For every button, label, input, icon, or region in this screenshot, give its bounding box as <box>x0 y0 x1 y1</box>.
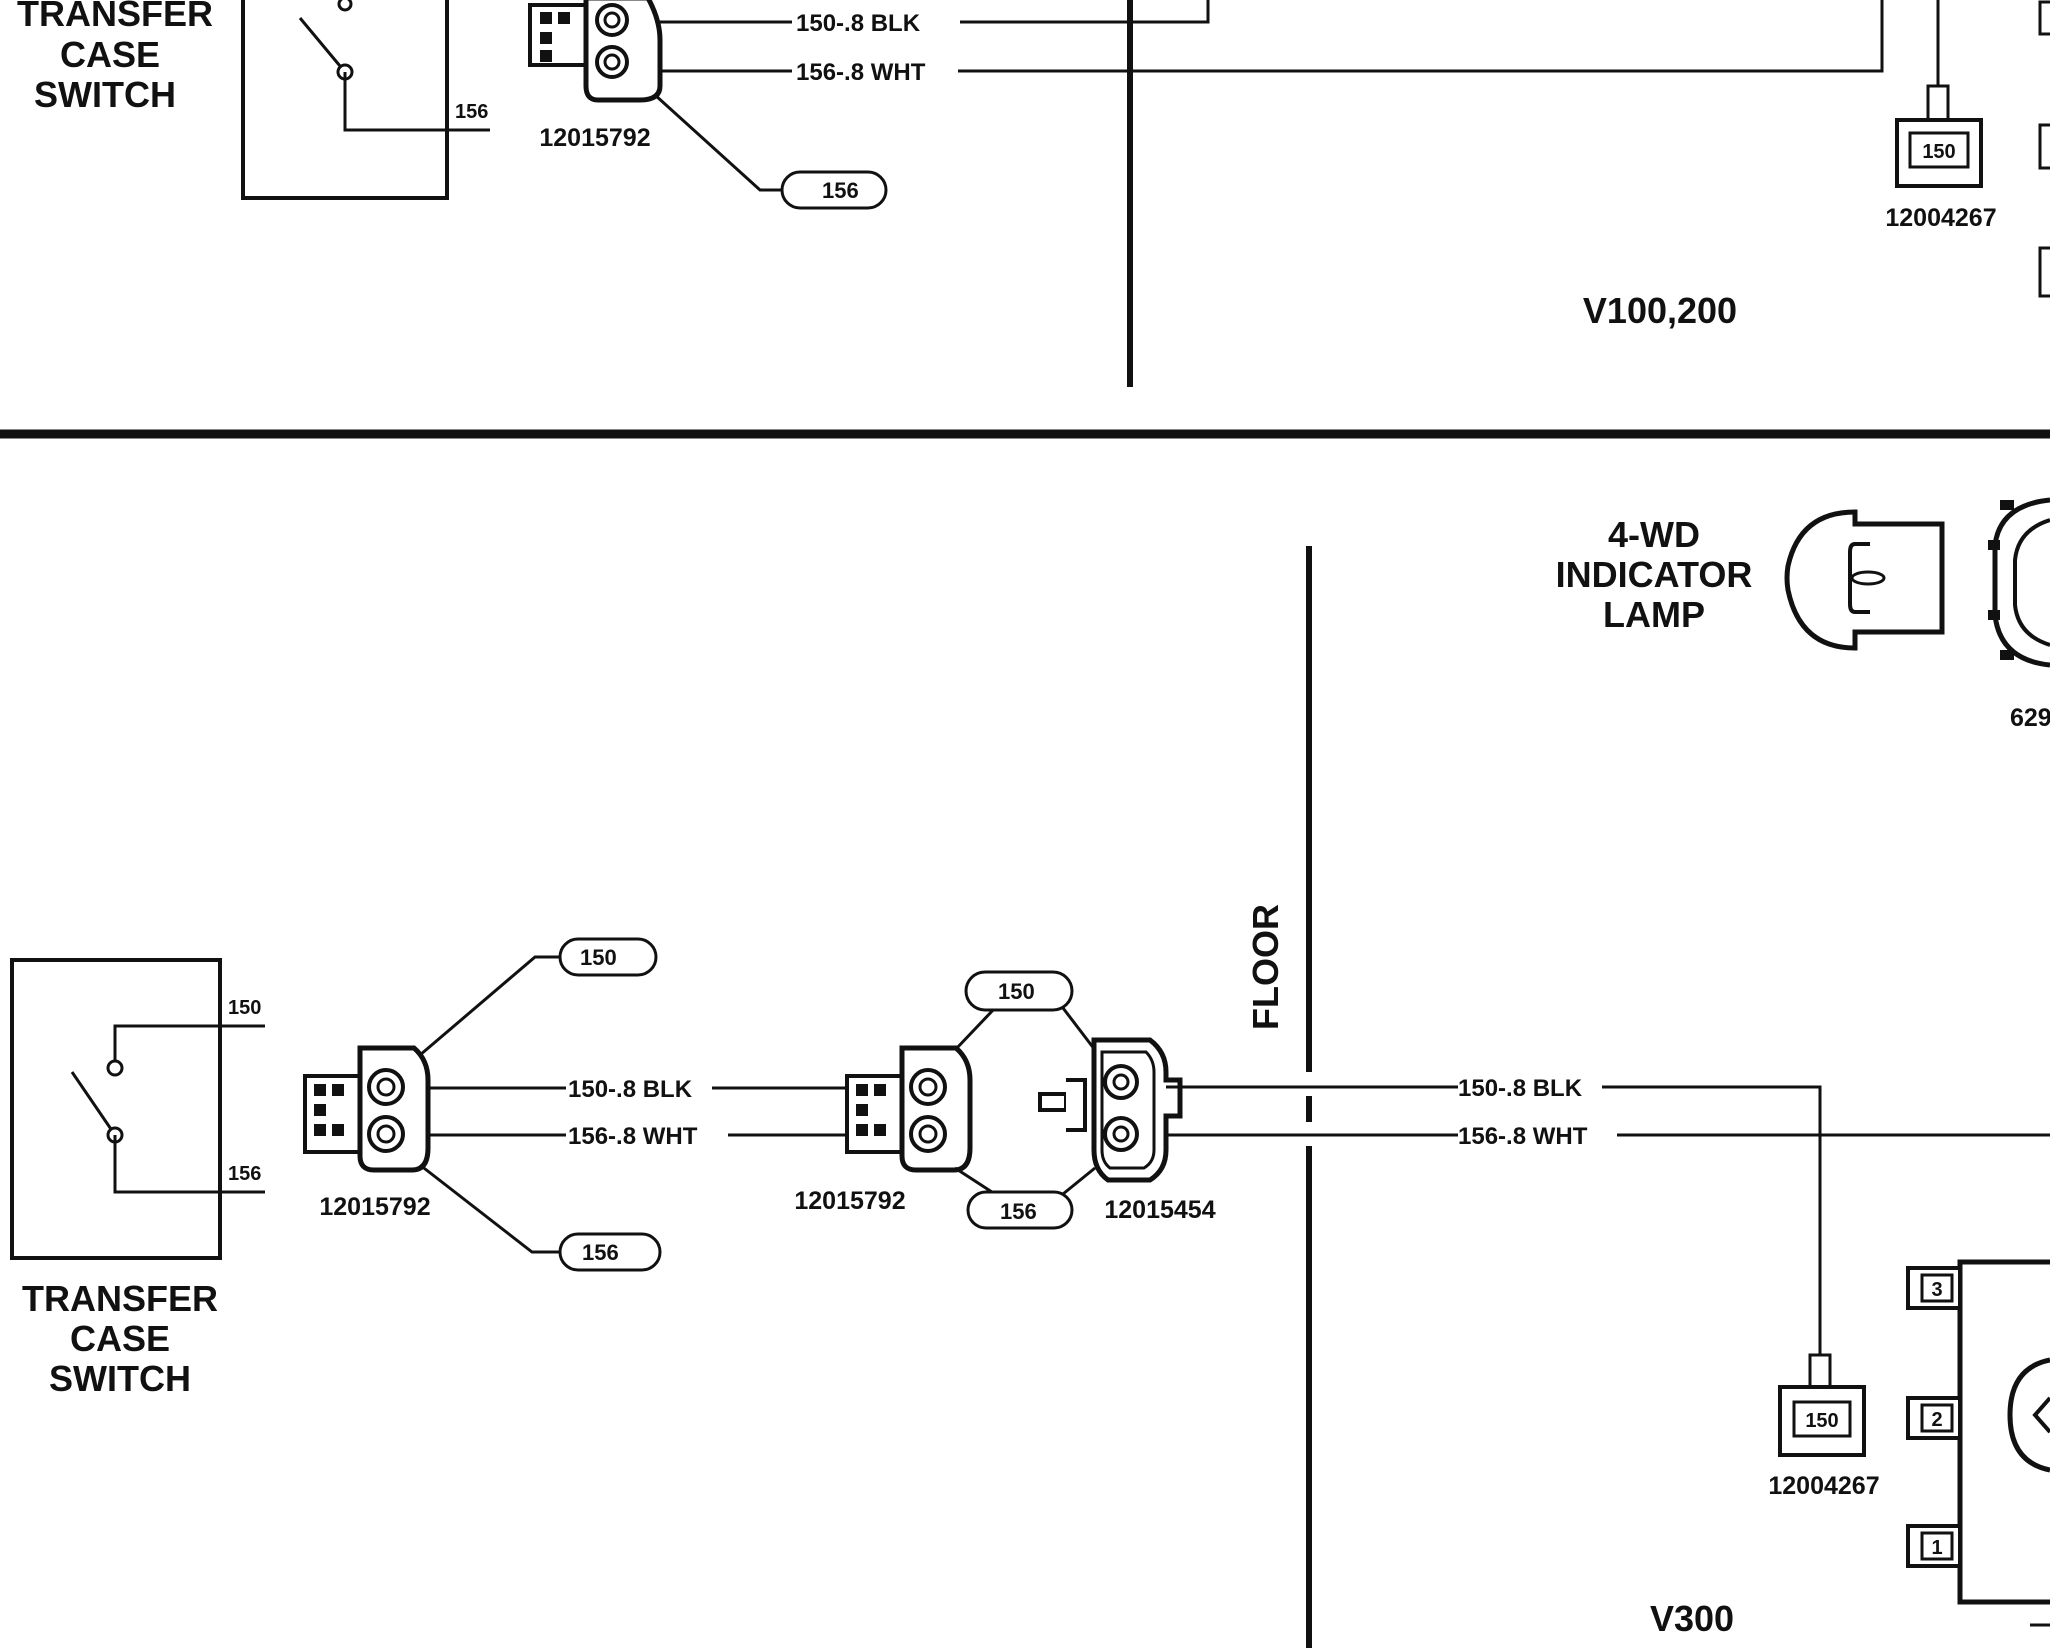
bottom-transfer-case-switch: 150 156 <box>10 958 265 1260</box>
bottom-switch-label-line1: TRANSFER <box>22 1278 218 1319</box>
bottom-connector-3-pn: 12015454 <box>1104 1196 1215 1224</box>
terminal-3: 3 <box>1931 1279 1942 1301</box>
bottom-wire-wht-a: 156-.8 WHT <box>568 1123 698 1150</box>
lamp-label-line3: LAMP <box>1603 594 1705 635</box>
bottom-connector-1-pn: 12015792 <box>319 1193 430 1221</box>
lamp-socket-pn: 629 <box>2010 704 2050 732</box>
bottom-switch-pin-156: 156 <box>228 1163 261 1185</box>
bottom-pill-156-b <box>966 1190 1074 1230</box>
bottom-switch-pin-150: 150 <box>228 997 261 1019</box>
bottom-connector-3 <box>1038 1037 1183 1183</box>
bottom-module-pin: 150 <box>1805 1410 1838 1432</box>
top-connector-pn: 12015792 <box>539 124 650 152</box>
top-transfer-case-switch: 156 <box>241 0 490 200</box>
top-switch-pin-156: 156 <box>455 101 488 123</box>
bottom-pill-156-a-text: 156 <box>582 1240 619 1265</box>
bottom-switch-label-line2: CASE <box>70 1318 170 1359</box>
bottom-pill-156-a <box>558 1232 662 1272</box>
top-module-pin: 150 <box>1922 141 1955 163</box>
bottom-wire-blk-b: 150-.8 BLK <box>1458 1075 1583 1102</box>
bottom-switch-label-line3: SWITCH <box>49 1358 191 1399</box>
top-variant-label: V100,200 <box>1583 290 1737 331</box>
top-switch-label-line1: TRANSFER <box>17 0 213 34</box>
top-wire-blk-label: 150-.8 BLK <box>796 10 921 37</box>
top-pill-156-text: 156 <box>822 178 859 203</box>
bottom-connector-1 <box>303 1045 431 1173</box>
lamp-label-line1: 4-WD <box>1608 514 1700 555</box>
bottom-wire-wht-b: 156-.8 WHT <box>1458 1123 1588 1150</box>
lamp-label-line2: INDICATOR <box>1556 554 1753 595</box>
bottom-pill-150-a <box>558 937 658 977</box>
terminal-1: 1 <box>1931 1537 1942 1559</box>
top-pill-156 <box>780 170 888 210</box>
bottom-pill-150-b <box>964 970 1074 1012</box>
bottom-pill-150-b-text: 150 <box>998 979 1035 1004</box>
bottom-connector-2 <box>845 1045 973 1173</box>
bottom-pill-150-a-text: 150 <box>580 945 617 970</box>
bottom-module-connector: 150 <box>1778 1353 1866 1457</box>
top-connector <box>528 0 663 103</box>
bottom-variant-label: V300 <box>1650 1598 1734 1639</box>
top-switch-label-line3: SWITCH <box>34 74 176 115</box>
bottom-connector-2-pn: 12015792 <box>794 1187 905 1215</box>
bottom-section: 4-WD INDICATOR LAMP 629 FLOOR <box>10 497 2050 1648</box>
bottom-pill-156-b-text: 156 <box>1000 1199 1037 1224</box>
top-wire-wht-label: 156-.8 WHT <box>796 59 926 86</box>
indicator-lamp <box>1784 509 1945 651</box>
floor-label: FLOOR <box>1245 904 1286 1030</box>
top-switch-label-line2: CASE <box>60 34 160 75</box>
bottom-switch-module <box>1906 1259 2050 1627</box>
terminal-2: 2 <box>1931 1409 1942 1431</box>
top-section: TRANSFER CASE SWITCH 156 12015792 <box>17 0 2050 387</box>
lamp-socket <box>1988 497 2050 668</box>
top-module-connector: 150 <box>1895 84 1983 188</box>
bottom-wire-blk-a: 150-.8 BLK <box>568 1076 693 1103</box>
top-module-pn: 12004267 <box>1885 204 1996 232</box>
bottom-module-pn: 12004267 <box>1768 1472 1879 1500</box>
